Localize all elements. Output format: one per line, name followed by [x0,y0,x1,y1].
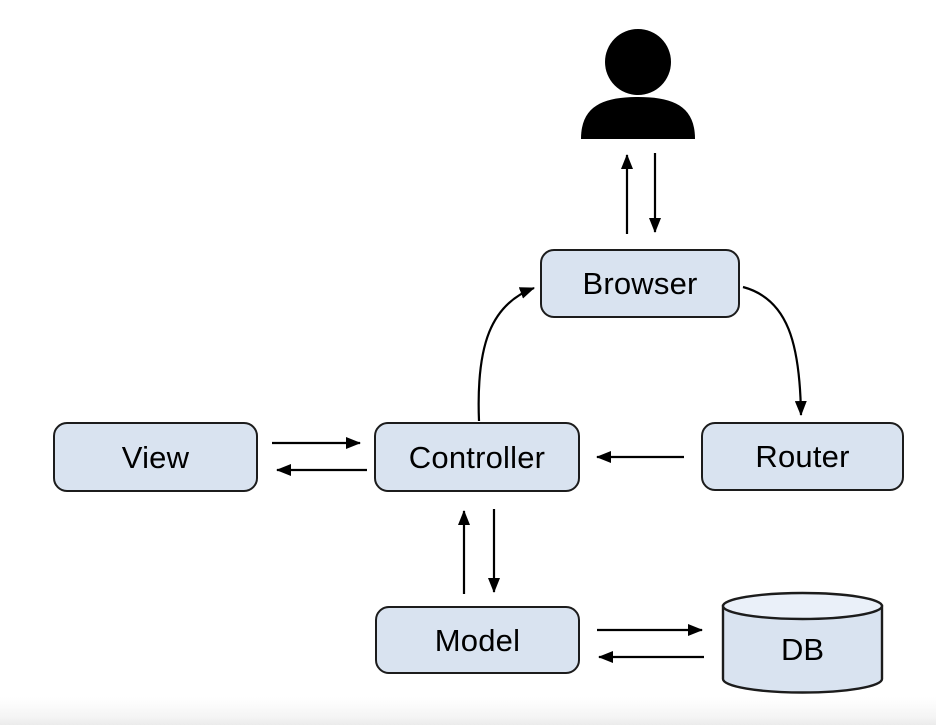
node-router: Router [701,422,904,491]
node-browser: Browser [540,249,740,318]
node-router-label: Router [755,439,850,474]
arrow-browser-to-router [742,285,807,416]
node-view-label: View [121,439,190,475]
node-db-shape [721,591,884,694]
node-controller-label: Controller [408,439,546,475]
user-icon [581,29,695,139]
node-view: View [53,422,258,492]
node-model: Model [375,606,580,674]
arrow-controller-to-browser [477,286,535,422]
node-browser-label: Browser [582,266,698,301]
node-db-label: DB [780,631,825,667]
bottom-gradient-strip [0,697,936,725]
node-model-label: Model [434,622,521,658]
node-controller: Controller [374,422,580,492]
